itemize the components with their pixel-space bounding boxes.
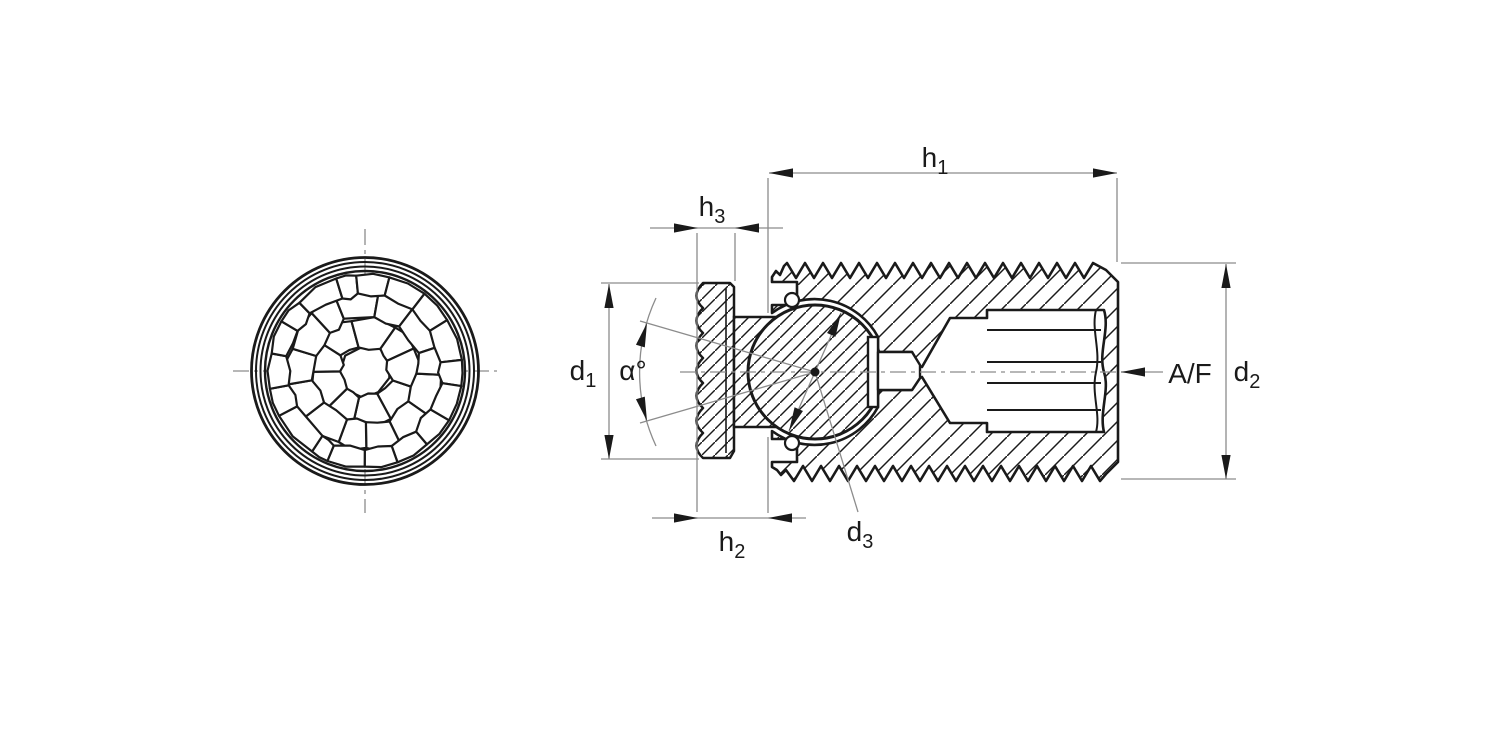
thrust-pad: [695, 281, 736, 460]
alpha-ray-upper: [639, 320, 816, 373]
knurl-cell: [429, 382, 463, 422]
knurl-cell: [363, 444, 399, 469]
dim-label-d3: d3: [847, 516, 874, 553]
retaining-bead-top: [783, 291, 801, 309]
d2-arrow-top: [1221, 264, 1231, 288]
dim-label-d3-sub: 3: [862, 531, 873, 553]
dimension-annotations: [601, 168, 1236, 523]
front-view-circle-mid2: [255, 261, 475, 481]
ball-stem: [876, 350, 922, 392]
d3-arrow-lower: [789, 407, 803, 431]
h3-arrow-left: [674, 223, 698, 233]
h2-arrow-left: [674, 513, 698, 523]
h2-arrow-right: [768, 513, 792, 523]
dim-label-h2-sub: 2: [734, 541, 745, 563]
h1-arrow-right: [1093, 168, 1117, 178]
dim-label-d2: d2: [1234, 356, 1261, 393]
knurl-pattern: [266, 272, 464, 469]
dim-label-d1-sub: 1: [585, 370, 596, 392]
dim-label-alpha-text: α°: [619, 355, 646, 386]
dim-label-d3-base: d: [847, 516, 863, 547]
dim-label-af-text: A/F: [1168, 358, 1212, 389]
dim-label-h3-base: h: [699, 191, 715, 222]
dim-label-d1-base: d: [570, 355, 586, 386]
front-view-circle-mid1: [259, 265, 471, 477]
side-section-view: [601, 168, 1236, 523]
d2-arrow-bottom: [1221, 455, 1231, 479]
dim-label-h3-sub: 3: [714, 206, 725, 228]
knurl-cell: [266, 352, 292, 390]
dim-label-alpha: α°: [619, 355, 646, 386]
knurl-cell: [437, 358, 464, 388]
h1-arrow-left: [769, 168, 793, 178]
dim-label-h2-base: h: [719, 526, 735, 557]
hex-socket-break-line: [1093, 309, 1099, 433]
d3-arrow-upper: [827, 313, 841, 337]
d1-arrow-bottom: [604, 435, 614, 459]
retaining-bead-bottom: [783, 434, 801, 452]
dim-label-h2: h2: [719, 526, 746, 563]
alpha-arrow-upper: [635, 323, 647, 348]
front-view-circle-outer: [250, 256, 480, 486]
d1-arrow-top: [604, 284, 614, 308]
alpha-ray-lower: [639, 371, 816, 424]
dim-label-h1-base: h: [922, 142, 938, 173]
alpha-angle-arc: [638, 297, 657, 447]
af-arrow: [1121, 367, 1145, 377]
front-view: [233, 229, 497, 513]
dim-label-af: A/F: [1168, 358, 1212, 389]
alpha-arrow-lower: [635, 396, 647, 421]
dim-label-d1: d1: [570, 355, 597, 392]
h3-arrow-right: [735, 223, 759, 233]
front-view-circle-inner: [263, 269, 467, 473]
dim-label-d2-sub: 2: [1249, 371, 1260, 393]
dim-label-d2-base: d: [1234, 356, 1250, 387]
ball-center-point: [810, 367, 820, 377]
dim-label-h3: h3: [699, 191, 726, 228]
d3-leader-line: [814, 371, 859, 513]
hex-socket: [987, 309, 1101, 433]
dim-label-h1-sub: 1: [937, 157, 948, 179]
dim-label-h1: h1: [922, 142, 949, 179]
